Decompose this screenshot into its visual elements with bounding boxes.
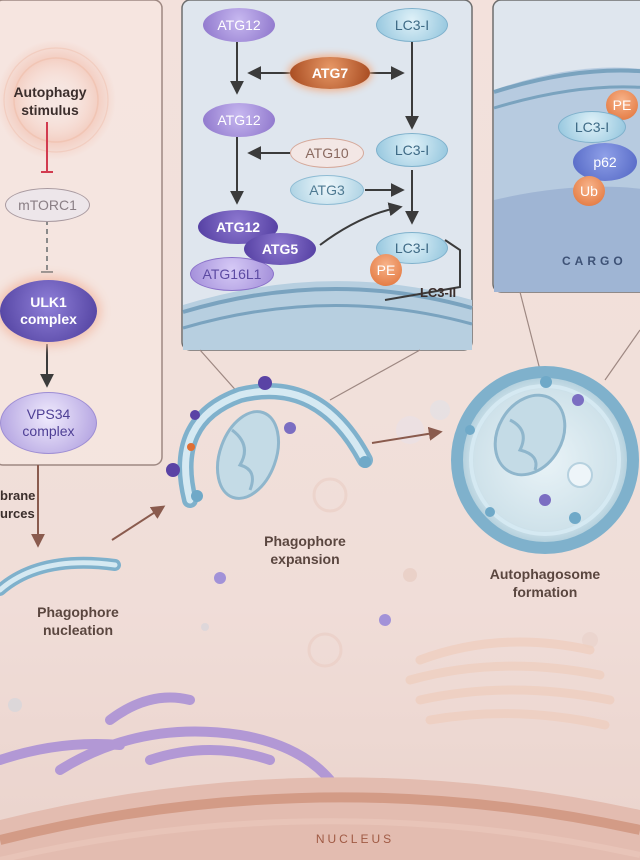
atg10-node: ATG10 <box>290 138 364 168</box>
atg12-mid-node: ATG12 <box>203 103 275 137</box>
phagophore-nucleation-label: Phagophore nucleation <box>37 604 119 638</box>
cargo-label: CARGO <box>562 254 627 268</box>
pe-node-right: PE <box>606 90 638 120</box>
lc3-mid-node: LC3-I <box>376 133 448 167</box>
autophagosome <box>451 366 639 554</box>
atg12-top-node: ATG12 <box>203 8 275 42</box>
stimulus-glow <box>0 40 116 160</box>
golgi-apparatus <box>405 637 615 730</box>
background-organelles <box>8 400 598 712</box>
autophagosome-formation-label: Autophagosome formation <box>489 566 601 600</box>
nucleus-label: NUCLEUS <box>315 832 395 846</box>
autophagy-stimulus-label: Autophagy stimulus <box>13 84 87 118</box>
ub-node: Ub <box>573 176 605 206</box>
atg7-node: ATG7 <box>290 57 370 89</box>
vps34-complex-node: VPS34 complex <box>0 392 97 454</box>
nucleus-region <box>0 777 640 860</box>
ulk1-complex-node: ULK1 complex <box>0 280 97 342</box>
endoplasmic-reticulum <box>0 692 335 785</box>
lc3-node-right: LC3-I <box>558 111 626 143</box>
atg16l1-node: ATG16L1 <box>190 257 274 291</box>
phagophore-expansion-label: Phagophore expansion <box>264 533 346 567</box>
mtorc1-node: mTORC1 <box>5 188 90 222</box>
phagophore-expansion <box>166 376 373 508</box>
lc3-top-node: LC3-I <box>376 8 448 42</box>
atg5-node: ATG5 <box>244 233 316 265</box>
pe-node-center: PE <box>370 254 402 286</box>
p62-node: p62 <box>573 143 637 181</box>
lc3-ii-label: LC3-II <box>419 285 457 300</box>
atg3-node: ATG3 <box>290 175 364 205</box>
membrane-sources-label: brane urces <box>0 488 36 521</box>
